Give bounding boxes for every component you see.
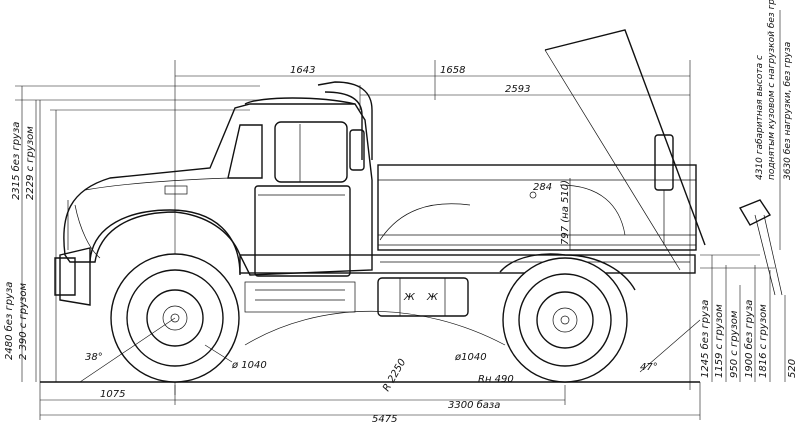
dim-2390: 2 390 с грузом [18,283,29,360]
dim-2593: 2593 [505,84,530,95]
dump-body: 284 797 (на 510) [377,29,783,296]
turn-radius: R 2250 [381,357,408,393]
dim-5475: 5475 [372,414,397,425]
dim-797: 797 (на 510) [560,180,571,245]
rear-radius: Rн 490 [478,374,514,385]
dim-2480: 2480 без груза [3,282,15,360]
dim-2315: 2315 без груза [10,122,22,200]
front-wheel-diameter: ø 1040 [231,360,267,371]
dim-284: 284 [533,182,552,193]
dim-1900: 1900 без груза [743,300,755,378]
top-dimensions: 1643 1658 2593 [174,60,691,395]
intake-pipe [317,81,373,171]
dim-1816: 1816 с грузом [758,304,769,378]
right-dimensions: 1245 без груза 1159 с грузом 950 с грузо… [699,0,798,382]
dim-1159: 1159 с грузом [714,304,725,378]
rear-wheel-diameter: ø1040 [454,352,487,363]
fuel-tank: Ж Ж [377,277,469,317]
left-dimensions: 2315 без груза 2229 с грузом 2480 без гр… [3,85,260,382]
svg-text:Ж: Ж [426,292,439,303]
dim-520: 520 [787,359,798,378]
dim-1658: 1658 [440,65,465,76]
angle-rear: 47° [640,362,658,373]
dim-1075: 1075 [100,389,125,400]
front-wheel [79,253,240,383]
dim-4310: 4310 габаритная высота с [755,55,765,180]
dim-4310-note: поднятым кузовом с нагрузкой без груза [767,0,777,180]
dim-950: 950 с грузом [729,310,740,378]
dim-wheelbase: 3300 база [448,399,500,411]
dim-1245: 1245 без груза [699,300,711,378]
bottom-dimensions: 1075 3300 база 5475 [39,382,701,425]
svg-text:Ж: Ж [403,292,416,303]
angle-front: 38° [85,352,103,363]
dim-3630: 3630 без нагрузки, без груза [783,42,793,180]
dim-1643: 1643 [290,65,315,76]
dim-2229: 2229 с грузом [25,126,36,200]
rear-wheel [499,253,701,383]
turning-arc [244,311,506,346]
cab [54,97,373,313]
